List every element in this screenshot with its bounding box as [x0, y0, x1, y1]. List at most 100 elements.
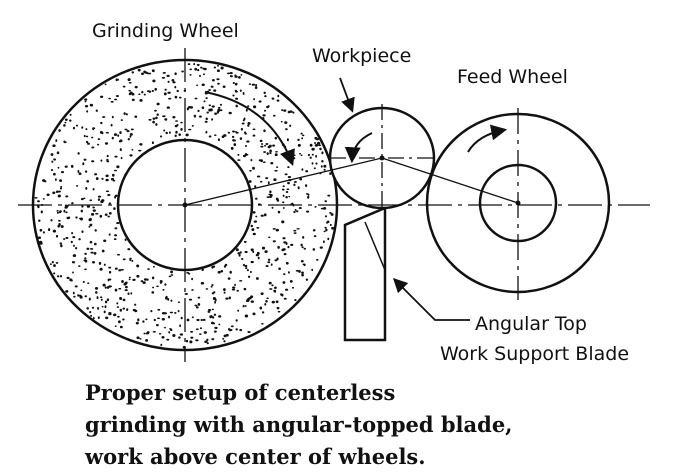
grinding-wheel-rotation-arrow	[204, 91, 295, 166]
stipple-dot	[313, 235, 317, 238]
stipple-dot	[131, 148, 134, 151]
stipple-dot	[58, 219, 61, 222]
stipple-dot	[235, 328, 238, 331]
stipple-dot	[87, 142, 90, 145]
stipple-dot	[313, 142, 317, 144]
stipple-dot	[81, 230, 84, 233]
stipple-dot	[78, 172, 82, 176]
stipple-dot	[247, 330, 251, 334]
stipple-dot	[70, 164, 74, 168]
stipple-dot	[199, 327, 203, 330]
stipple-dot	[312, 248, 316, 251]
stipple-dot	[252, 134, 256, 137]
stipple-dot	[103, 239, 107, 242]
work-support-blade	[343, 206, 387, 342]
stipple-dot	[151, 291, 155, 294]
stipple-dot	[297, 138, 300, 142]
stipple-dot	[283, 273, 286, 276]
stipple-dot	[311, 147, 315, 151]
stipple-dot	[114, 227, 118, 230]
stipple-dot	[154, 109, 157, 112]
stipple-dot	[174, 124, 178, 128]
stipple-dot	[261, 246, 266, 250]
stipple-dot	[124, 289, 128, 292]
stipple-dot	[104, 213, 108, 216]
stipple-dot	[307, 195, 310, 199]
stipple-dot	[69, 119, 72, 122]
stipple-dot	[277, 245, 280, 249]
stipple-dot	[263, 129, 266, 133]
stipple-dot	[108, 270, 112, 274]
stipple-dot	[217, 138, 220, 142]
stipple-dot	[105, 178, 109, 182]
stipple-dot	[214, 112, 218, 115]
stipple-dot	[119, 148, 122, 152]
stipple-dot	[73, 244, 75, 247]
stipple-dot	[136, 274, 140, 278]
stipple-dot	[283, 109, 287, 112]
stipple-dot	[68, 216, 71, 219]
stipple-dot	[314, 136, 318, 140]
stipple-dot	[262, 114, 266, 117]
stipple-dot	[301, 271, 304, 274]
stipple-dot	[240, 74, 243, 76]
stipple-dot	[48, 228, 51, 232]
stipple-dot	[272, 114, 276, 117]
stipple-dot	[124, 238, 127, 241]
stipple-dot	[51, 160, 54, 163]
stipple-dot	[223, 340, 226, 343]
stipple-dot	[63, 209, 66, 213]
stipple-dot	[267, 181, 270, 185]
stipple-dot	[274, 169, 278, 172]
stipple-dot	[95, 291, 98, 294]
stipple-dot	[242, 92, 245, 95]
stipple-dot	[122, 307, 126, 310]
stipple-dot	[252, 312, 256, 316]
stipple-dot	[147, 268, 150, 270]
stipple-dot	[138, 149, 142, 152]
stipple-dot	[140, 280, 144, 283]
stipple-dot	[179, 96, 182, 99]
stipple-dot	[300, 132, 303, 135]
stipple-dot	[210, 285, 213, 288]
stipple-dot	[245, 145, 247, 147]
stipple-dot	[85, 186, 88, 190]
stipple-dot	[265, 177, 269, 180]
stipple-dot	[97, 198, 100, 201]
stipple-dot	[193, 63, 196, 66]
stipple-dot	[93, 252, 97, 255]
stipple-dot	[194, 97, 198, 100]
stipple-dot	[325, 228, 328, 232]
stipple-dot	[250, 158, 253, 162]
stipple-dot	[211, 118, 214, 121]
stipple-dot	[84, 98, 88, 101]
stipple-dot	[219, 109, 223, 112]
stipple-dot	[248, 180, 252, 183]
stipple-dot	[315, 154, 318, 158]
stipple-dot	[164, 88, 167, 91]
stipple-dot	[293, 229, 297, 232]
workpiece-leader-line	[339, 77, 355, 113]
stipple-dot	[141, 90, 144, 94]
stipple-dot	[150, 309, 153, 313]
stipple-dot	[194, 67, 198, 71]
stipple-dot	[293, 183, 296, 187]
stipple-dot	[200, 281, 205, 285]
stipple-dot	[304, 184, 308, 187]
stipple-dot	[145, 332, 149, 335]
stipple-dot	[130, 128, 134, 131]
stipple-dot	[197, 109, 200, 113]
stipple-dot	[177, 301, 181, 304]
stipple-dot	[136, 264, 140, 268]
stipple-dot	[112, 179, 116, 182]
stipple-dot	[291, 286, 295, 289]
blade-label-line2: Work Support Blade	[440, 343, 629, 365]
stipple-dot	[39, 228, 43, 232]
stipple-dot	[162, 115, 166, 118]
stipple-dot	[53, 158, 56, 161]
workpiece-center-mark	[379, 155, 385, 161]
stipple-dot	[172, 334, 176, 337]
stipple-dot	[301, 168, 304, 171]
stipple-dot	[83, 259, 86, 262]
stipple-dot	[90, 251, 94, 254]
